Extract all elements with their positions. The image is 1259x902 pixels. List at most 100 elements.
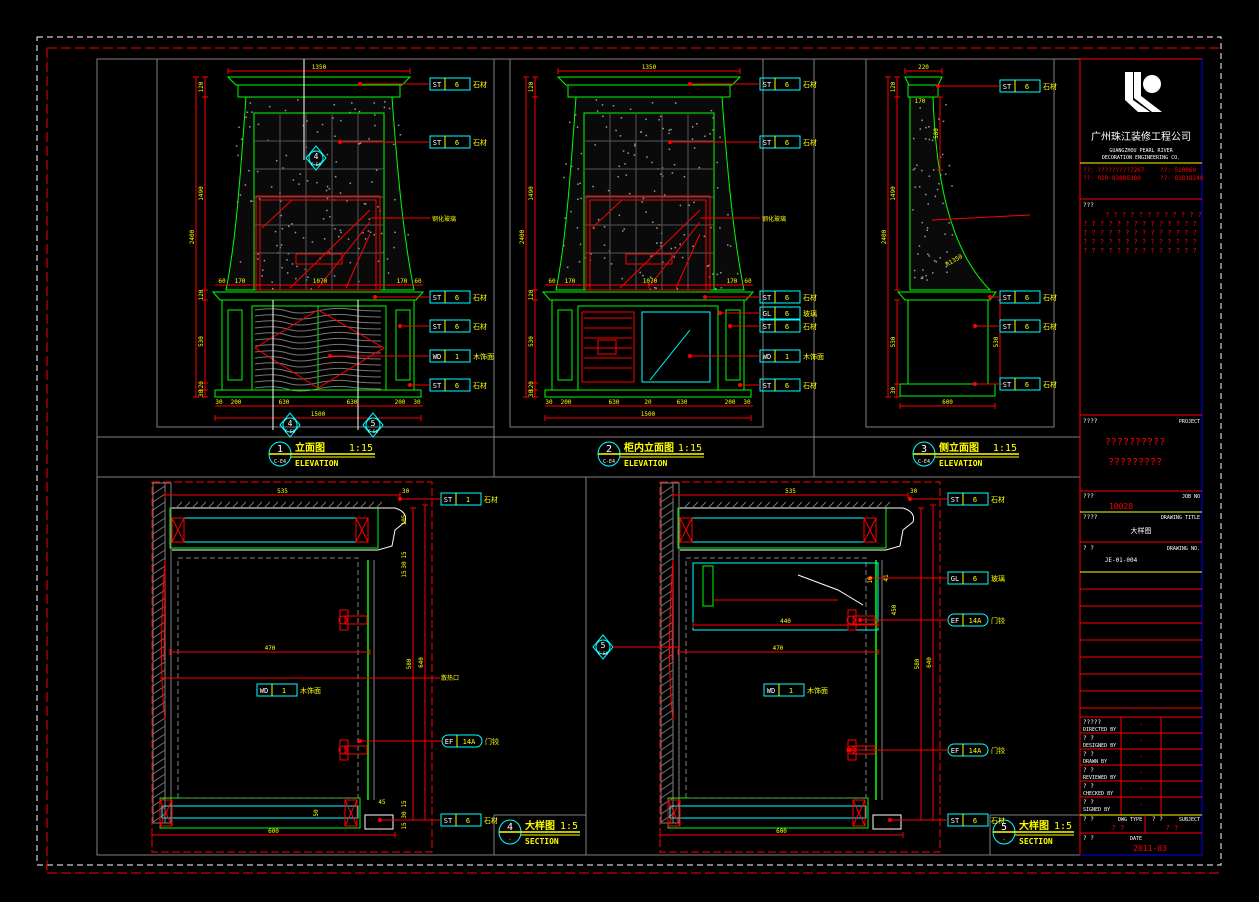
signature-label-cn: ?????	[1083, 719, 1101, 726]
dimension-text: 470	[773, 645, 784, 652]
callout-number: 6	[785, 139, 789, 147]
hatch-line	[153, 798, 165, 806]
hatch-line	[192, 502, 198, 508]
granite-speck	[688, 205, 690, 207]
dimension-text: 20	[644, 399, 652, 406]
leader-dot	[728, 324, 732, 328]
granite-speck	[684, 176, 686, 178]
hatch-line	[661, 670, 673, 678]
granite-speck	[407, 234, 409, 236]
dimension-text: 630	[279, 399, 290, 406]
signature-label-en: REVIEWED BY	[1083, 775, 1116, 781]
granite-speck	[348, 238, 350, 240]
granite-speck	[940, 174, 942, 176]
granite-speck	[608, 190, 610, 192]
granite-speck	[660, 245, 662, 247]
hatch-line	[661, 566, 673, 574]
granite-speck	[712, 273, 714, 275]
hatch-line	[700, 502, 706, 508]
company-name-cn: 广州珠江装修工程公司	[1091, 130, 1191, 143]
callout-code: ST	[433, 81, 442, 89]
elevation-2-cabinet-interior: 钢化玻璃135012014901205301203024006017010701…	[519, 64, 824, 421]
callout-number: 1	[785, 353, 789, 361]
granite-speck	[257, 253, 259, 255]
granite-speck	[669, 149, 671, 151]
view3-viewport	[866, 59, 1054, 427]
bottom-timber	[670, 806, 866, 818]
company-tel: ??: ?????????7267	[1083, 167, 1145, 174]
view-reference: -	[508, 837, 511, 843]
dimension-text: 530	[890, 336, 897, 347]
granite-speck	[634, 154, 636, 156]
material-callout: ST6石材	[888, 814, 1005, 826]
granite-speck	[374, 102, 376, 104]
granite-speck	[935, 261, 937, 263]
side-cabinet	[908, 300, 988, 384]
dimension-text: 535	[277, 488, 288, 495]
granite-speck	[737, 273, 739, 275]
granite-speck	[378, 261, 380, 263]
leader-dot	[338, 140, 342, 144]
dimension-text: 200	[725, 399, 736, 406]
hatch-line	[153, 790, 165, 798]
note-line: ? ? ? ? ? ? ? ? ? ? ? ?	[1105, 211, 1202, 219]
granite-speck	[275, 231, 277, 233]
glass-shelf	[642, 312, 710, 382]
granite-speck	[340, 120, 342, 122]
hatch-line	[764, 502, 770, 508]
granite-speck	[704, 135, 706, 137]
dimension-text: 1070	[313, 278, 328, 285]
section-marker-ref: C-E4	[311, 162, 321, 167]
granite-speck	[634, 145, 636, 147]
granite-speck	[929, 175, 931, 177]
dimension-text: 120	[528, 289, 535, 300]
callout-code: ST	[1003, 83, 1012, 91]
callout-number: 6	[455, 81, 459, 89]
hatch-line	[836, 502, 842, 508]
dimension-text: 640	[926, 657, 933, 668]
callout-number: 6	[455, 139, 459, 147]
hatch-line	[153, 742, 165, 750]
dwg-type-label-en: DWG TYPE	[1118, 817, 1142, 823]
granite-speck	[674, 164, 676, 166]
callout-code: ST	[433, 382, 442, 390]
granite-speck	[684, 234, 686, 236]
granite-speck	[371, 181, 373, 183]
granite-speck	[730, 245, 732, 247]
granite-speck	[626, 174, 628, 176]
granite-speck	[570, 211, 572, 213]
appliance-icon	[598, 340, 616, 354]
granite-speck	[946, 251, 948, 253]
dimension-text: 30	[215, 399, 223, 406]
note-line: ? ? ? ? ? ? ? ? ? ? ? ? ? ?	[1083, 247, 1197, 255]
granite-speck	[365, 203, 367, 205]
dimension-text: 200	[395, 399, 406, 406]
granite-speck	[721, 287, 723, 289]
hatch-line	[153, 686, 165, 694]
hatch-line	[200, 502, 206, 508]
granite-speck	[368, 230, 370, 232]
granite-speck	[675, 247, 677, 249]
dimension-text: 1070	[643, 278, 658, 285]
section-marker: 5C-E4	[593, 635, 613, 659]
callout-number: 6	[785, 382, 789, 390]
dimension-text: 30	[528, 390, 535, 398]
granite-speck	[921, 170, 923, 172]
hatch-line	[208, 502, 214, 508]
granite-speck	[563, 245, 565, 247]
hatch-line	[176, 502, 182, 508]
hatch-line	[153, 486, 165, 494]
granite-speck	[374, 114, 376, 116]
company-fax: ??: 020-83880380	[1083, 175, 1141, 182]
callout-number: 1	[466, 496, 470, 504]
granite-speck	[264, 260, 266, 262]
material-callout: ST6石材	[408, 379, 487, 391]
subject-label-en: SUBJECT	[1179, 817, 1200, 823]
callout-material-label: 石材	[473, 322, 487, 331]
granite-speck	[295, 232, 297, 234]
signature-label-en: SIGNED BY	[1083, 807, 1110, 813]
drawing-no-label-en: DRAWING NO.	[1167, 546, 1200, 552]
hatch-line	[153, 782, 165, 790]
granite-speck	[324, 238, 326, 240]
top-timber	[680, 518, 876, 542]
